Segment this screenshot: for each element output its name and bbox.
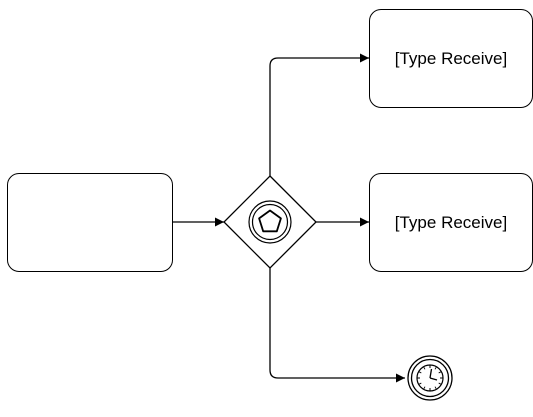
event-based-gateway[interactable] xyxy=(223,175,317,269)
start-task[interactable] xyxy=(7,173,173,272)
receive-task-top[interactable]: [Type Receive] xyxy=(369,9,533,108)
receive-task-top-label: [Type Receive] xyxy=(394,48,508,68)
flow-gateway-to-timer[interactable] xyxy=(269,266,405,383)
timer-event[interactable] xyxy=(407,355,453,401)
receive-task-middle-label: [Type Receive] xyxy=(394,212,508,232)
pentagon-icon xyxy=(258,209,282,233)
flow-gateway-to-receive-top[interactable] xyxy=(269,53,369,178)
clock-icon xyxy=(416,364,444,392)
receive-task-middle[interactable]: [Type Receive] xyxy=(369,173,533,272)
